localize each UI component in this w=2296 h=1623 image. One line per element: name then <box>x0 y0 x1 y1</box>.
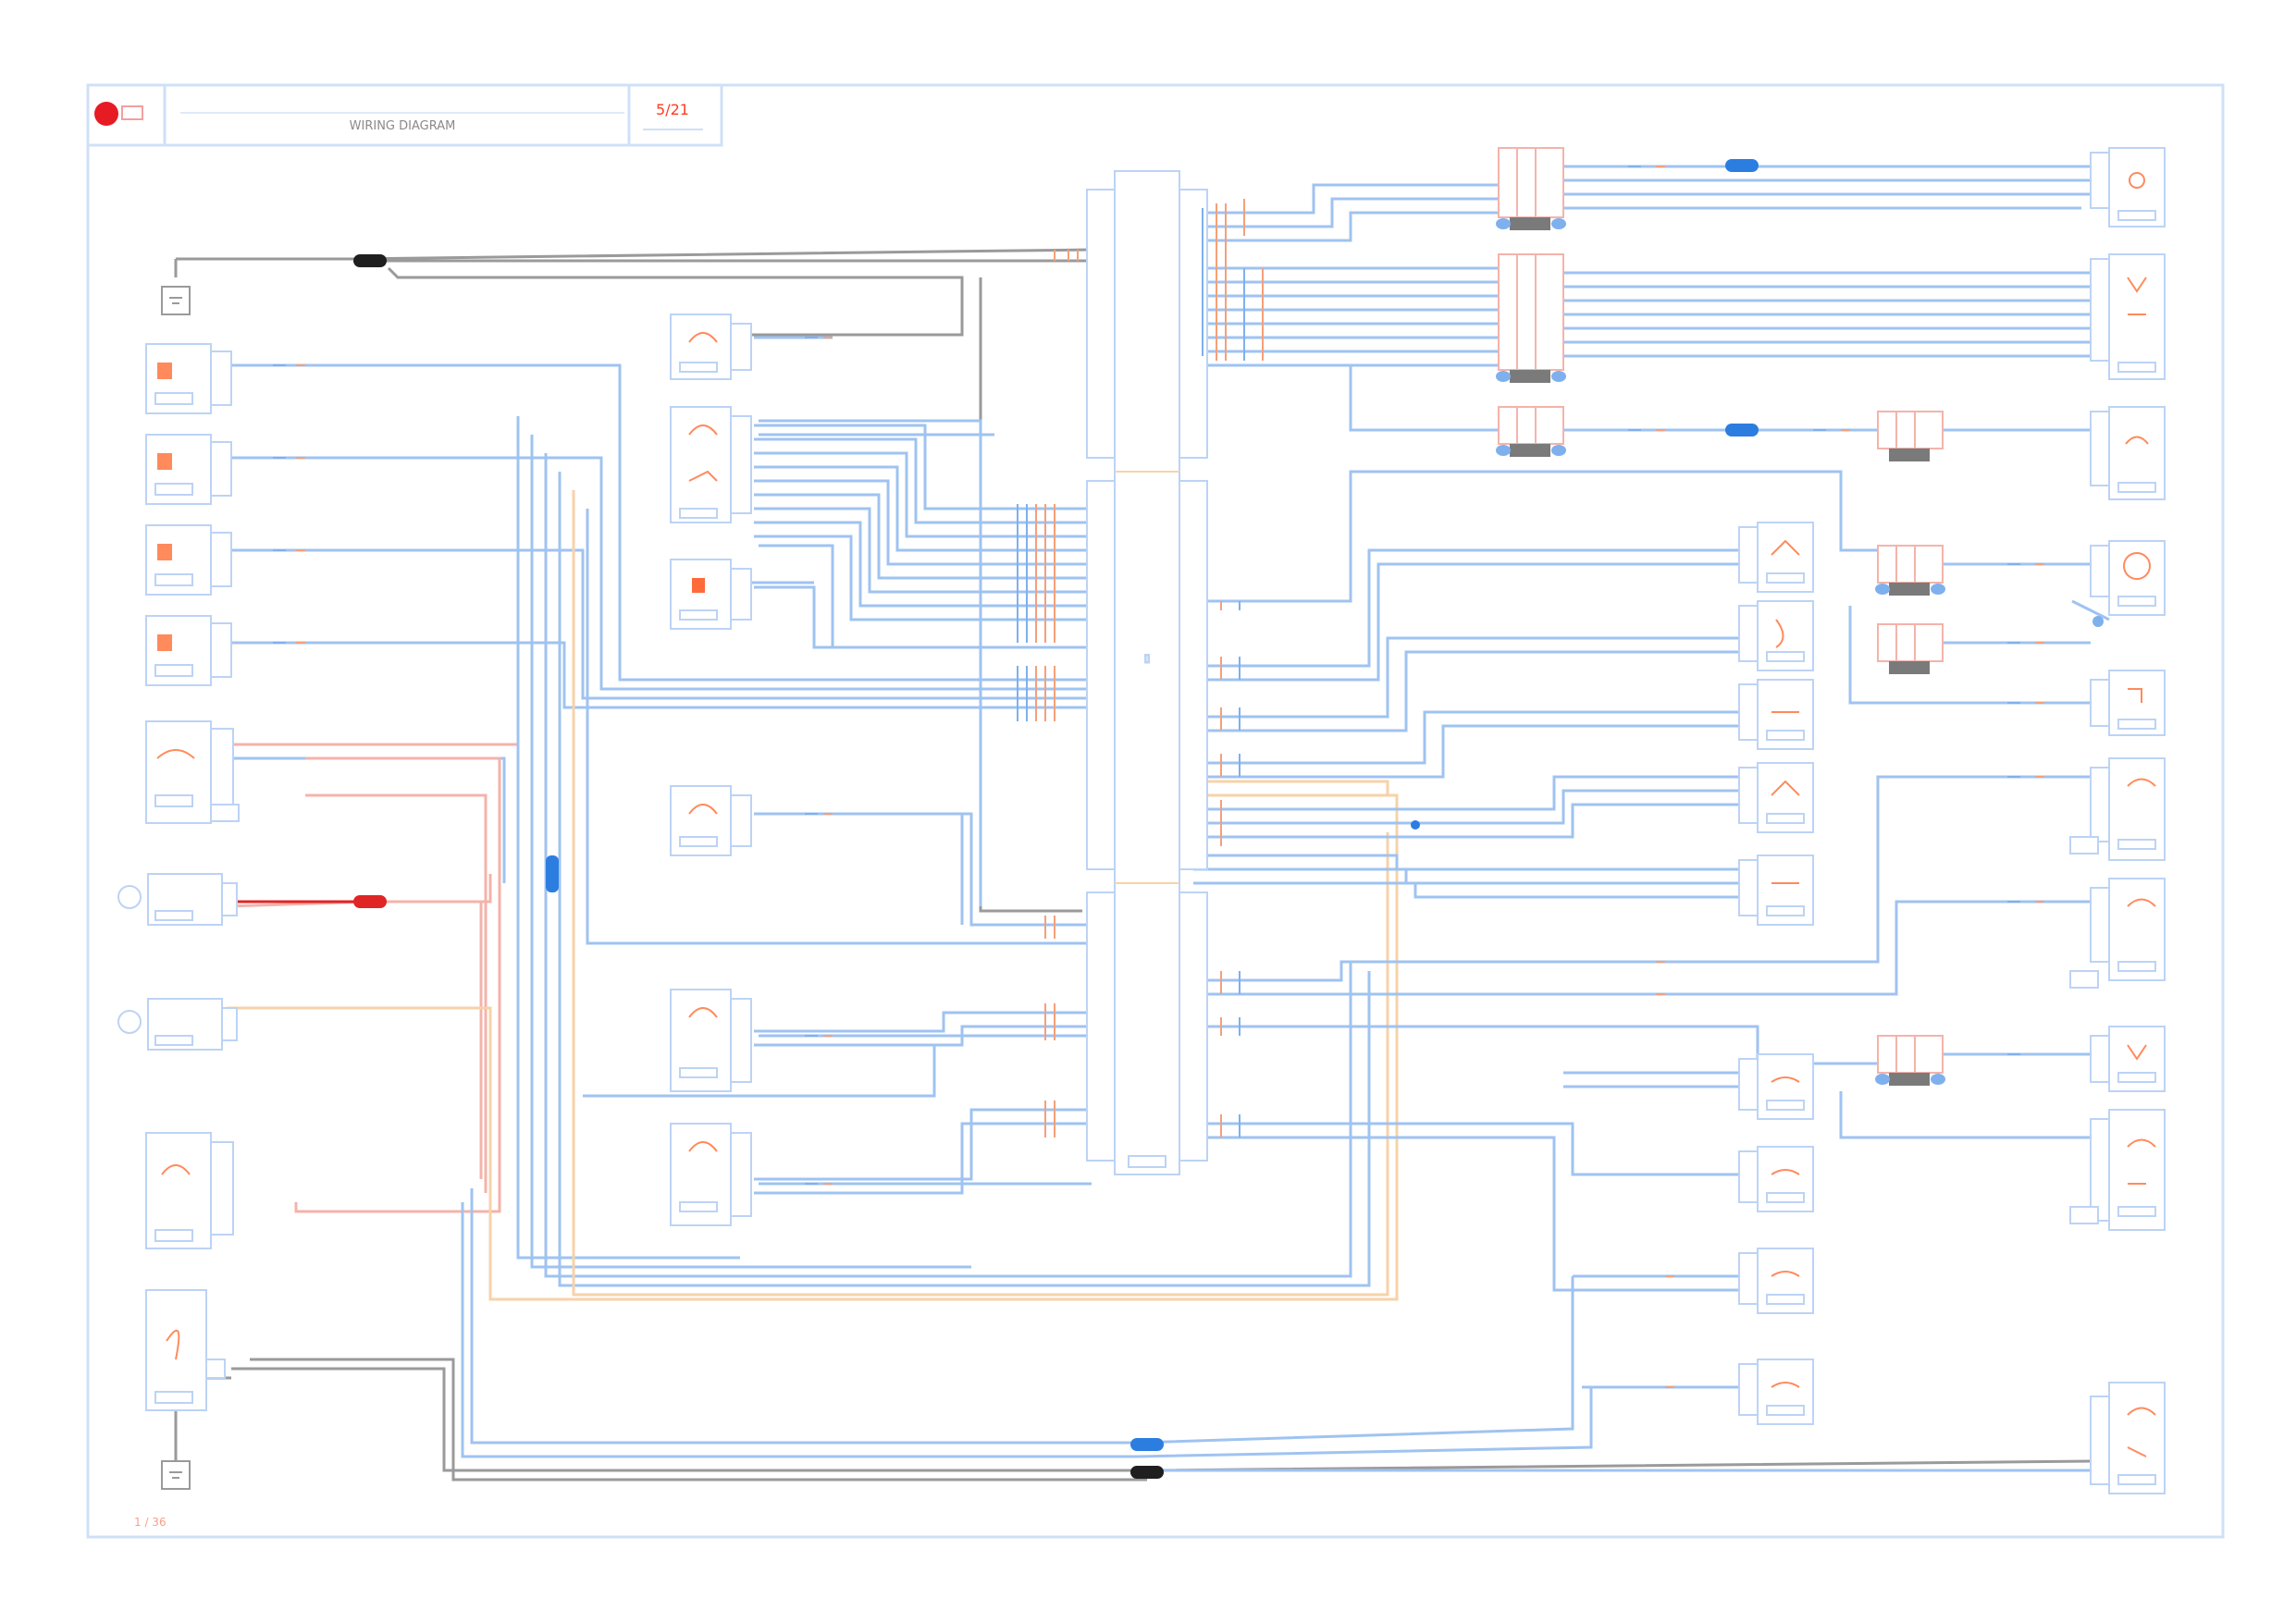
component-mid-2 <box>670 406 752 523</box>
pin-marks <box>1035 199 1264 1137</box>
ground-top <box>161 286 191 315</box>
component-fr-3 <box>2090 406 2166 500</box>
component-rm-5 <box>1738 855 1814 926</box>
component-mid-4 <box>670 785 752 856</box>
ground-bottom <box>161 1460 191 1490</box>
component-left-7 <box>117 998 238 1051</box>
component-fr-2 <box>2090 253 2166 380</box>
wires <box>174 165 2120 1482</box>
component-rm-7 <box>1738 1146 1814 1212</box>
inline-connector-7 <box>1875 1035 1945 1086</box>
component-rm-2 <box>1738 600 1814 671</box>
component-left-1 <box>145 343 232 414</box>
right-mid-components <box>1738 522 1814 1425</box>
component-rm-4 <box>1738 762 1814 833</box>
inline-connector-3 <box>1496 406 1566 457</box>
inline-connector-5 <box>1875 545 1945 596</box>
component-mid-5 <box>670 989 752 1092</box>
central-module: ▯ <box>1086 170 1208 1175</box>
component-left-5 <box>145 720 240 824</box>
component-left-8 <box>145 1132 234 1249</box>
ground-symbols <box>161 286 191 1490</box>
component-fr-6 <box>2069 757 2166 861</box>
sheet-border <box>86 83 2225 1539</box>
component-left-9 <box>145 1289 226 1411</box>
component-left-3 <box>145 524 232 596</box>
inline-connectors <box>1496 147 1945 1086</box>
sheet-reference: 5/21 <box>656 101 689 118</box>
component-mid-1 <box>670 314 752 380</box>
component-left-6 <box>117 873 238 926</box>
inline-connector-4 <box>1877 411 1944 461</box>
splice-blue-bottom <box>1130 1438 1164 1451</box>
central-module-body <box>1114 170 1180 1175</box>
component-rm-8 <box>1738 1248 1814 1314</box>
splice-blue-bus <box>546 855 559 892</box>
left-components <box>117 343 240 1411</box>
title-block: WIRING DIAGRAM 5/21 <box>86 83 723 147</box>
splice-black-top <box>353 254 387 267</box>
splice-red-left <box>353 895 387 908</box>
diagram-title: WIRING DIAGRAM <box>350 119 456 133</box>
component-rm-9 <box>1738 1359 1814 1425</box>
svg-text:▯: ▯ <box>1144 652 1150 664</box>
component-fr-10 <box>2090 1382 2166 1494</box>
component-mid-6 <box>670 1123 752 1226</box>
middle-components <box>670 314 752 1226</box>
component-fr-9 <box>2069 1109 2166 1231</box>
component-rm-3 <box>1738 679 1814 750</box>
far-right-components <box>2069 147 2166 1494</box>
inline-connector-6 <box>1877 623 1944 674</box>
component-left-4 <box>145 615 232 686</box>
inline-connector-2 <box>1496 253 1566 383</box>
splice-blue-mid-right <box>1725 424 1759 436</box>
pin-marks-blue <box>1017 208 1245 1137</box>
inline-connector-1 <box>1496 147 1566 230</box>
component-fr-8 <box>2090 1026 2166 1092</box>
component-mid-3 <box>670 559 752 630</box>
page-reference: 1 / 36 <box>134 1516 167 1529</box>
component-rm-6 <box>1738 1053 1814 1120</box>
component-fr-7 <box>2069 878 2166 989</box>
wire-tick-labels <box>273 166 2044 1388</box>
splices <box>353 159 2104 1479</box>
component-fr-5 <box>2090 670 2166 736</box>
component-rm-1 <box>1738 522 1814 593</box>
component-fr-4 <box>2090 540 2166 616</box>
brand-logo <box>94 102 118 126</box>
splice-blue-top-right <box>1725 159 1759 172</box>
splice-black-bottom <box>1130 1466 1164 1479</box>
component-fr-1 <box>2090 147 2166 227</box>
component-left-2 <box>145 434 232 505</box>
